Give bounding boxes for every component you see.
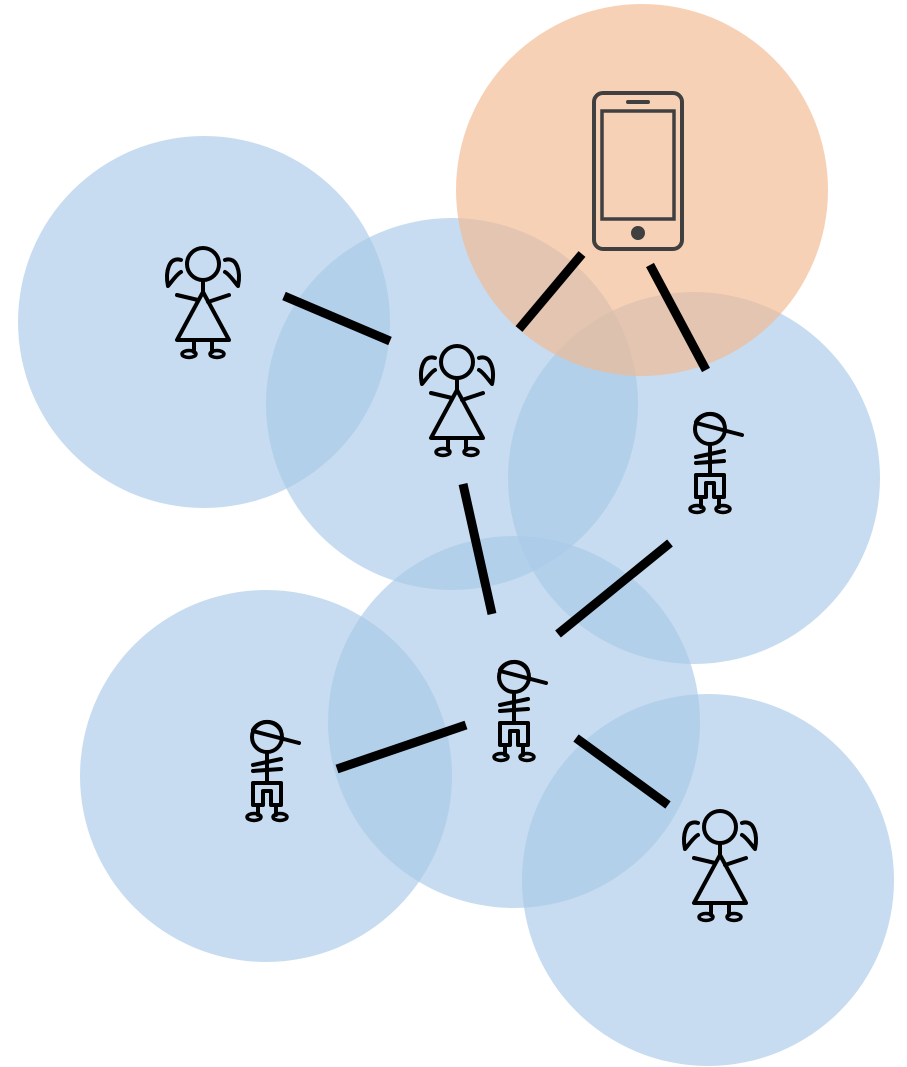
link-girl-center-to-phone	[515, 251, 586, 332]
range-circle-phone	[456, 4, 828, 376]
link-boy-right-to-boy-middle	[555, 539, 673, 638]
range-circles	[18, 4, 894, 1066]
link-girl-center-to-boy-middle	[458, 483, 497, 615]
link-boy-middle-to-girl-bottom-right	[573, 734, 671, 809]
link-girl-top-left-to-girl-center	[282, 291, 392, 346]
link-phone-to-boy-right	[646, 262, 710, 373]
connection-links	[282, 251, 710, 809]
link-boy-middle-to-boy-bottom-left	[335, 720, 468, 774]
